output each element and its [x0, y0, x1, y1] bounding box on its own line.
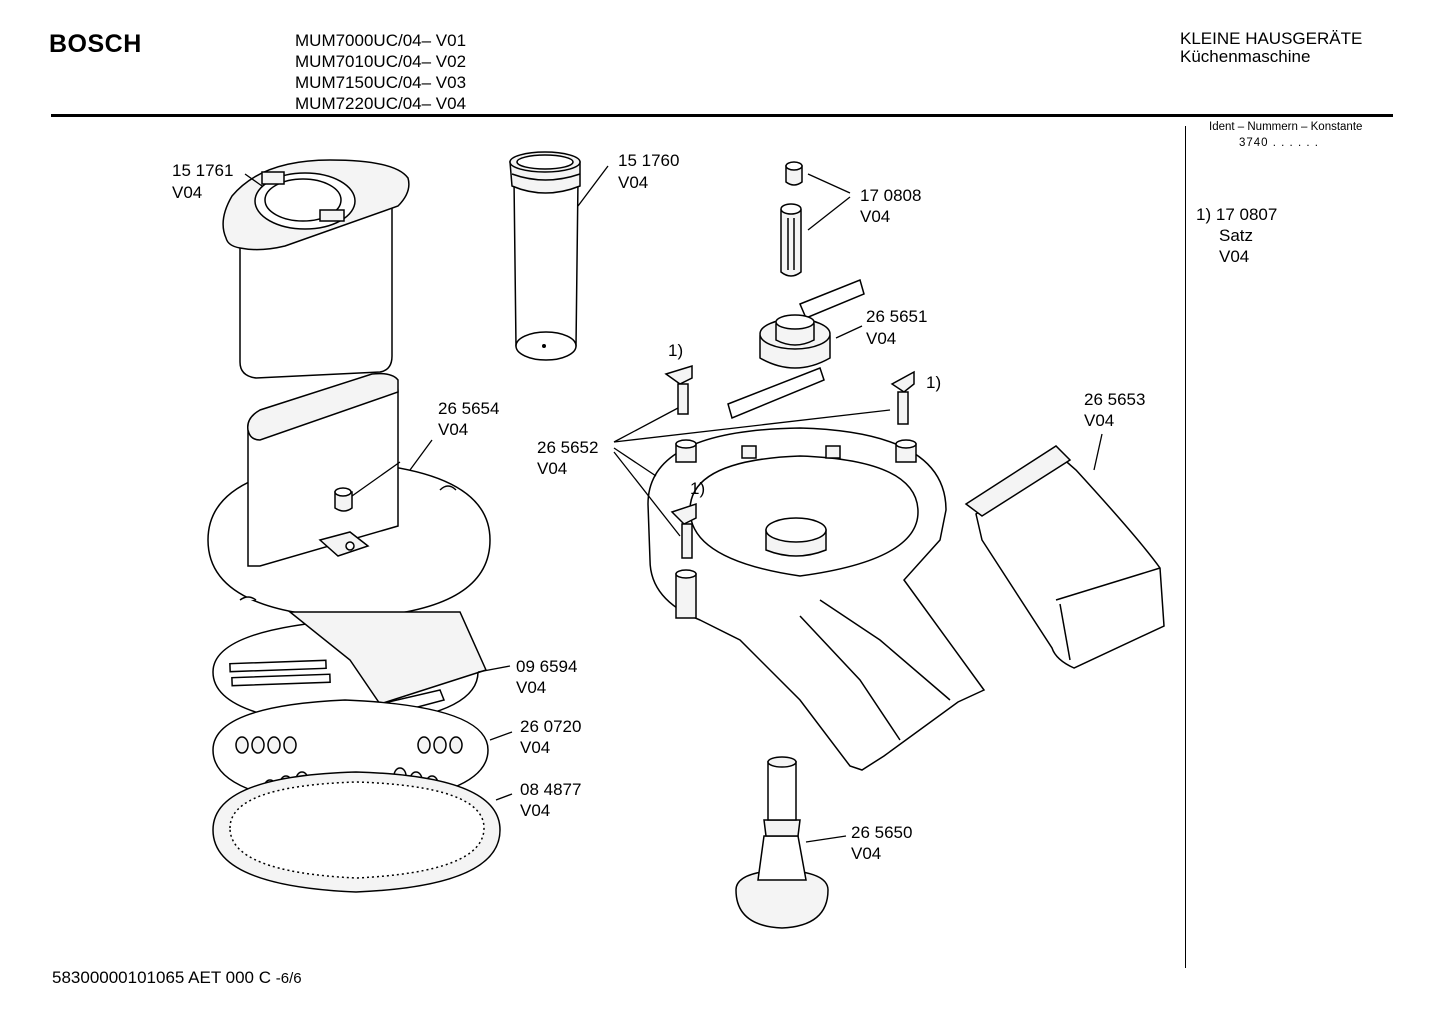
- leader-line: [805, 835, 847, 843]
- category-subtitle: Küchenmaschine: [1180, 47, 1311, 66]
- part-version-label: V04: [851, 844, 881, 863]
- set-marker-label: 1): [926, 373, 941, 392]
- leader-line: [577, 165, 609, 207]
- part-number-label: 08 4877: [520, 780, 581, 799]
- set-pin-drawing: [664, 364, 915, 559]
- brand-logo: BOSCH: [49, 30, 142, 58]
- part-number-label: 15 1761: [172, 161, 233, 180]
- category-block: KLEINE HAUSGERÄTE Küchenmaschine: [1180, 30, 1362, 66]
- leader-line: [244, 173, 263, 187]
- drive-shaft-drawing: [735, 756, 829, 929]
- part-version-label: V04: [438, 420, 468, 439]
- set-note-name: Satz: [1219, 226, 1254, 245]
- set-note-marker: 1): [1196, 205, 1212, 224]
- part-number-label: 26 5652: [537, 438, 598, 457]
- part-number-label: 26 5654: [438, 399, 499, 418]
- ident-title: Ident – Nummern – Konstante: [1209, 121, 1363, 133]
- ident-value: 3740 . . . . . .: [1239, 137, 1319, 149]
- model-line: MUM7150UC/04– V03: [295, 73, 467, 92]
- chute-cup-drawing: [964, 445, 1165, 669]
- leader-line: [613, 451, 681, 537]
- part-version-label: V04: [618, 173, 648, 192]
- slicing-disc-drawing: [212, 611, 488, 727]
- part-version-label: V04: [520, 801, 550, 820]
- part-number-label: 09 6594: [516, 657, 577, 676]
- part-number-label: 26 5651: [866, 307, 927, 326]
- footer-page: -6/6: [275, 970, 302, 987]
- grating-disc-drawing: [212, 771, 501, 893]
- leader-line: [1093, 433, 1103, 471]
- model-line: MUM7220UC/04– V04: [295, 94, 467, 113]
- footer: 58300000101065 AET 000 C -6/6: [52, 968, 302, 988]
- leader-line: [835, 325, 863, 339]
- set-marker-label: 1): [668, 341, 683, 360]
- leader-line: [807, 173, 851, 194]
- set-marker-label: 1): [690, 479, 705, 498]
- leader-line: [477, 665, 511, 673]
- part-version-label: V04: [860, 207, 890, 226]
- set-note-number: 17 0807: [1215, 205, 1278, 224]
- leader-line: [613, 409, 891, 443]
- footer-code: 58300000101065 AET 000 C: [52, 968, 271, 987]
- part-version-label: V04: [172, 183, 202, 202]
- housing-drawing: [647, 427, 986, 771]
- set-note: 1) 17 0807 Satz V04: [1196, 204, 1277, 267]
- part-version-label: V04: [520, 738, 550, 757]
- header-divider: [51, 114, 1393, 117]
- part-version-label: V04: [537, 459, 567, 478]
- model-list: MUM7000UC/04– V01 MUM7010UC/04– V02 MUM7…: [295, 30, 466, 114]
- pusher-tube-drawing: [509, 151, 581, 361]
- hopper-cover-drawing: [222, 159, 410, 379]
- leader-line: [807, 196, 851, 231]
- part-number-label: 17 0808: [860, 186, 921, 205]
- model-line: MUM7010UC/04– V02: [295, 52, 467, 71]
- leader-line: [613, 447, 657, 477]
- model-line: MUM7000UC/04– V01: [295, 31, 467, 50]
- category-title: KLEINE HAUSGERÄTE: [1180, 29, 1363, 48]
- leader-line: [613, 407, 679, 443]
- coupling-drawing: [780, 161, 803, 277]
- slicer-holder-drawing: [207, 372, 491, 619]
- leader-line: [351, 461, 401, 497]
- leader-line: [489, 731, 513, 741]
- column-divider: [1185, 126, 1186, 968]
- part-number-label: 26 0720: [520, 717, 581, 736]
- part-version-label: V04: [516, 678, 546, 697]
- leader-line: [409, 439, 433, 471]
- part-number-label: 15 1760: [618, 151, 679, 170]
- part-version-label: V04: [866, 329, 896, 348]
- part-number-label: 26 5650: [851, 823, 912, 842]
- leader-line: [495, 793, 513, 801]
- set-note-version: V04: [1219, 247, 1250, 266]
- blade-hub-drawing: [727, 278, 865, 420]
- part-number-label: 26 5653: [1084, 390, 1145, 409]
- part-version-label: V04: [1084, 411, 1114, 430]
